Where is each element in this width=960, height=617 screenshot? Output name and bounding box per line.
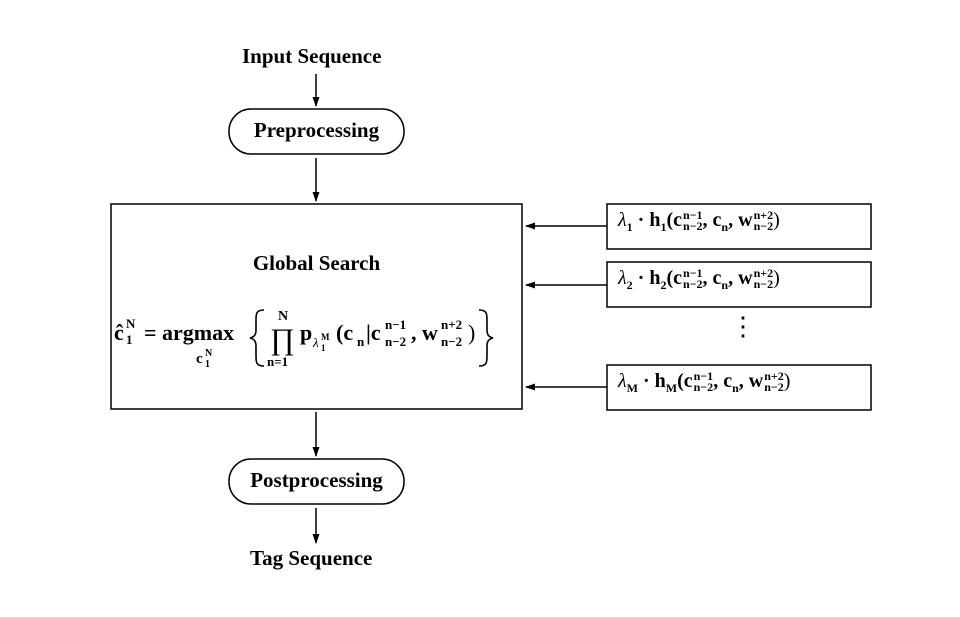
args-comma-w: , w xyxy=(738,370,764,392)
formula-lhs-sup: N xyxy=(126,316,136,331)
formula-prod-symbol: ∏ xyxy=(270,323,295,356)
args-sub2: n−2 xyxy=(753,219,774,234)
args-cn-sub: n xyxy=(721,278,729,292)
formula-lhs: ĉ xyxy=(114,320,124,345)
postprocessing-label: Postprocessing xyxy=(250,468,383,492)
formula-right-brace xyxy=(478,309,494,367)
formula-prod-lower: n=1 xyxy=(267,354,288,369)
args-mid: , c xyxy=(702,267,722,289)
args-sup2: n+2 xyxy=(753,208,774,223)
input-sequence-label: Input Sequence xyxy=(242,44,382,68)
args-comma-w: , w xyxy=(728,267,753,289)
args-cn-sub: n xyxy=(732,381,739,395)
formula-args-sup1: n−1 xyxy=(385,317,406,332)
args-open: (c xyxy=(666,267,683,289)
formula-p-sub-idx: 1 xyxy=(321,343,326,353)
lambda-index: M xyxy=(626,381,638,395)
formula-args-n: n xyxy=(357,334,365,349)
formula-argmax-under: c xyxy=(196,351,203,367)
tag-sequence-label: Tag Sequence xyxy=(250,546,373,570)
formula-args-sub2: n−2 xyxy=(441,334,462,349)
lambda-index: 2 xyxy=(626,278,633,292)
args-open: (c xyxy=(666,209,683,231)
h-index: 2 xyxy=(660,278,667,292)
formula-argmax-under-sup: N xyxy=(205,348,213,359)
args-close: ) xyxy=(773,267,780,289)
lambda-index: 1 xyxy=(626,220,633,234)
formula-argmax: argmax xyxy=(162,320,234,345)
formula-equals: = xyxy=(144,320,157,345)
vertical-ellipsis: ⋮ xyxy=(730,312,756,341)
preprocessing-label: Preprocessing xyxy=(253,118,380,142)
lambda-symbol: λ xyxy=(618,209,627,231)
formula-p-sub-lambda: λ xyxy=(312,335,319,350)
formula-prod-upper: N xyxy=(278,309,288,324)
search-formula: ĉ N 1 = argmax c N 1 N ∏ n=1 p λ M 1 (c … xyxy=(114,306,514,375)
args-sup1: n−1 xyxy=(693,369,714,384)
formula-lhs-sub: 1 xyxy=(126,332,133,347)
args-sub1: n−2 xyxy=(693,380,714,395)
formula-p: p xyxy=(300,320,312,345)
lambda-symbol: λ xyxy=(618,370,627,392)
args-sub1: n−2 xyxy=(683,219,703,234)
formula-argmax-under-sub: 1 xyxy=(205,359,210,370)
args-sup1: n−1 xyxy=(683,208,703,223)
args-comma-w: , w xyxy=(728,209,753,231)
formula-args-open: (c xyxy=(336,320,353,345)
preprocessing-box xyxy=(228,108,405,155)
formula-args-sub1: n−2 xyxy=(385,334,406,349)
args-mid: , c xyxy=(713,370,733,392)
postprocessing-box xyxy=(228,458,405,505)
formula-args-sup2: n+2 xyxy=(441,317,462,332)
args-sup2: n+2 xyxy=(753,266,774,281)
formula-args-comma: , w xyxy=(411,320,438,345)
h-symbol: · h xyxy=(637,267,661,289)
h-symbol: · h xyxy=(637,209,661,231)
args-close: ) xyxy=(783,370,791,392)
args-sub2: n−2 xyxy=(764,380,784,395)
formula-args-bar: |c xyxy=(366,320,381,345)
args-sub2: n−2 xyxy=(753,277,774,292)
args-sup1: n−1 xyxy=(683,266,703,281)
args-sub1: n−2 xyxy=(683,277,703,292)
args-mid: , c xyxy=(702,209,722,231)
args-open: (c xyxy=(677,370,693,392)
lambda-symbol: λ xyxy=(618,267,627,289)
args-cn-sub: n xyxy=(721,220,729,234)
formula-p-sub-sup: M xyxy=(321,332,330,342)
h-symbol: · h xyxy=(643,370,666,392)
h-index: M xyxy=(665,381,678,395)
formula-left-brace xyxy=(249,309,265,367)
args-sup2: n+2 xyxy=(764,369,784,384)
global-search-box xyxy=(110,203,523,410)
args-close: ) xyxy=(773,209,780,231)
formula-args-close: ) xyxy=(468,320,475,345)
global-search-label: Global Search xyxy=(252,251,381,275)
formula-svg: ĉ N 1 = argmax c N 1 N ∏ n=1 p λ M 1 (c … xyxy=(114,309,494,370)
h-index: 1 xyxy=(660,220,667,234)
